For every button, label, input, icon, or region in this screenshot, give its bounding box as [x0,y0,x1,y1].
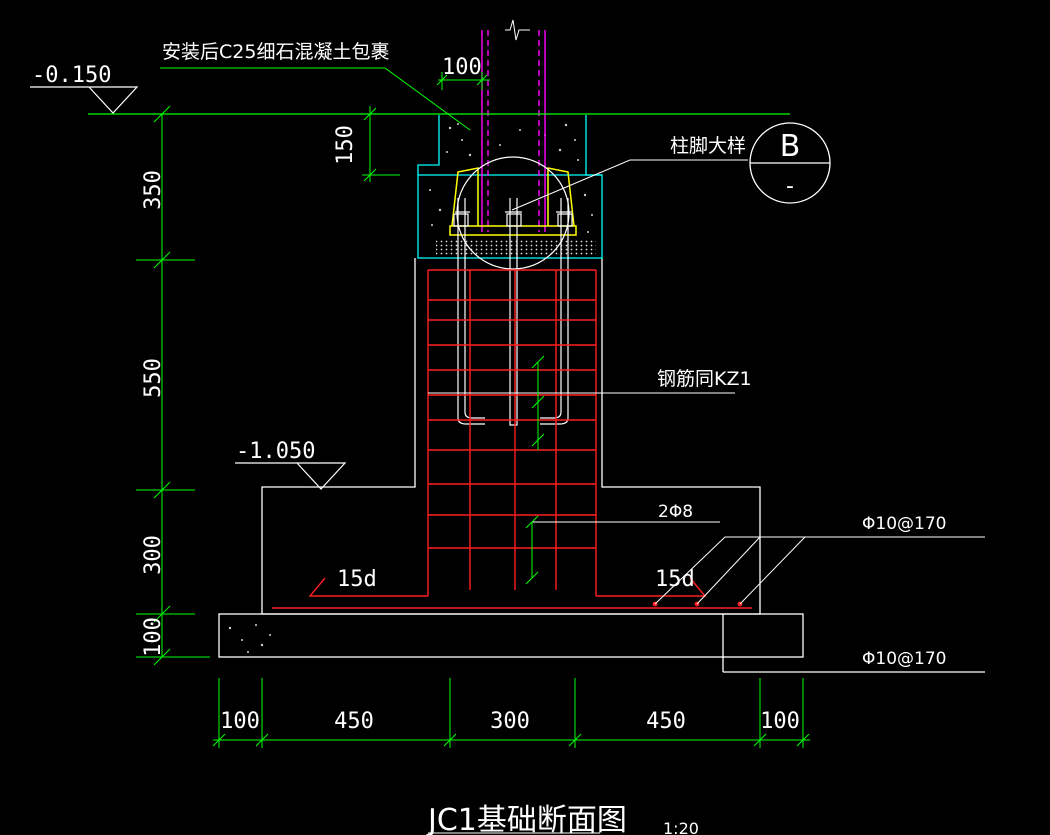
column-foot-detail-label: 柱脚大样 [670,135,746,157]
dim-horizontal-5: 100 [760,709,800,734]
steel-column [481,30,546,232]
dim-vertical-550: 550 [141,358,166,398]
break-line [505,19,530,41]
elevation-top-label: -0.150 [32,63,111,88]
grout-layer-hatch [436,240,596,256]
pedestal-rebar [272,269,752,609]
dim-vertical-100: 100 [141,617,166,657]
concrete-hatch [228,123,593,653]
elevation-footing-label: -1.050 [236,439,315,464]
dim-horizontal-2: 450 [334,709,374,734]
dim-horizontal-3: 300 [490,709,530,734]
drawing-scale: 1:20 [663,819,699,835]
detail-marker-sub: - [786,174,794,199]
detail-circle [456,156,570,270]
stirrup-note: 2Φ8 [658,502,693,522]
detail-marker: B - [749,122,831,204]
dim-vertical-350: 350 [141,170,166,210]
anchor-right-label: 15d [655,567,695,592]
elevation-marker-top [30,86,139,114]
drawing-title: JC1基础断面图 [426,803,627,835]
dim-top-width: 100 [442,55,482,80]
cushion-layer [218,613,804,658]
foundation-outline [218,258,985,673]
bottom-bar-note-2: Φ10@170 [862,649,946,669]
anchor-left-label: 15d [337,567,377,592]
bottom-bar-note-1: Φ10@170 [862,514,946,534]
dim-horizontal-1: 100 [220,709,260,734]
dim-top-offset: 150 [333,125,358,165]
detail-marker-letter: B [780,129,801,164]
elevation-marker-footing [235,462,347,490]
dimension-lines [136,72,810,748]
encasement-note: 安装后C25细石混凝土包裹 [162,41,389,63]
dim-horizontal-4: 450 [646,709,686,734]
dim-vertical-300: 300 [141,535,166,575]
rebar-note: 钢筋同KZ1 [657,368,752,390]
anchor-bolts [453,198,573,426]
leader-lines [160,67,985,605]
